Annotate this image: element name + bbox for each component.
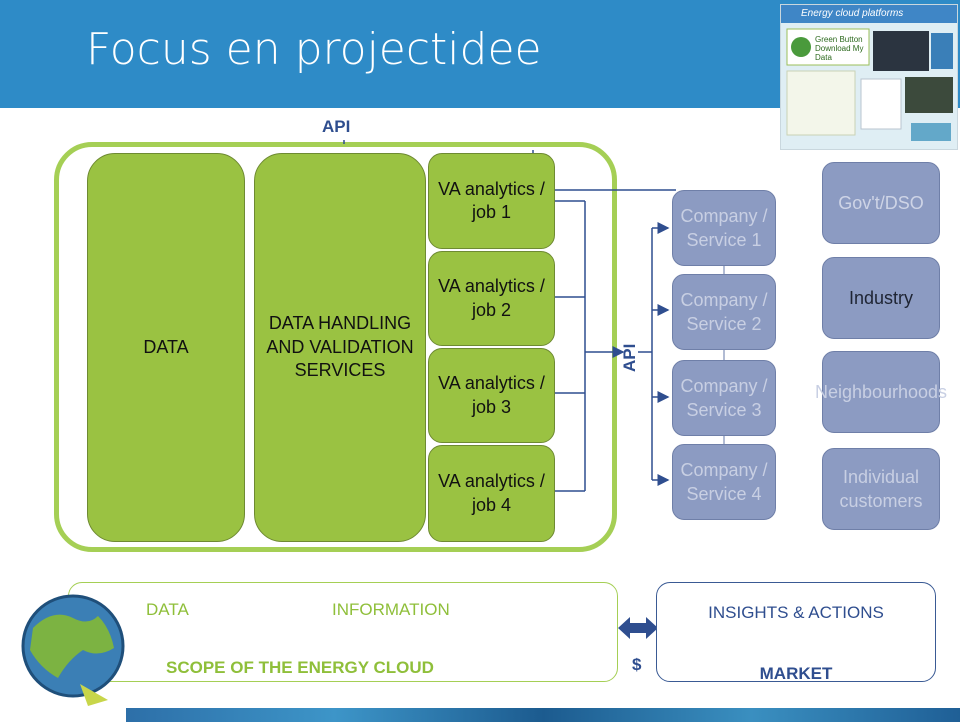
- footer-image-strip: [126, 708, 960, 722]
- double-arrow-icon: [618, 617, 658, 639]
- energy-cloud-thumbnail: Energy cloud platforms Green Button Down…: [780, 4, 958, 150]
- company-service-box: Company / Service 4: [672, 444, 776, 520]
- stakeholder-box: Industry: [822, 257, 940, 339]
- va-job-box: VA analytics / job 3: [428, 348, 555, 443]
- insights-actions-label: INSIGHTS & ACTIONS: [708, 603, 884, 622]
- company-service-box: Company / Service 2: [672, 274, 776, 350]
- dollar-label: $: [632, 655, 642, 674]
- data-box-label: DATA: [143, 336, 189, 357]
- stakeholder-box: Neighbourhoods: [815, 351, 947, 433]
- va-job-label: VA analytics / job 3: [438, 373, 545, 417]
- data-stage-label: DATA: [146, 600, 189, 619]
- stakeholder-label: Neighbourhoods: [814, 381, 948, 402]
- va-job-label: VA analytics / job 2: [438, 276, 545, 320]
- va-job-label: VA analytics / job 4: [438, 471, 545, 515]
- company-service-label: Company / Service 2: [680, 289, 768, 334]
- market-box: [656, 582, 936, 682]
- stakeholder-box: Gov't/DSO: [822, 162, 940, 244]
- stakeholder-box: Individual customers: [822, 448, 940, 530]
- stakeholder-label: Gov't/DSO: [838, 192, 924, 213]
- information-stage-label: INFORMATION: [332, 600, 450, 619]
- company-service-box: Company / Service 3: [672, 360, 776, 436]
- scope-label: SCOPE OF THE ENERGY CLOUD: [166, 658, 434, 677]
- data-handling-label: DATA HANDLING AND VALIDATION SERVICES: [266, 313, 414, 381]
- page-title: Focus en projectidee: [86, 24, 542, 75]
- data-handling-box: DATA HANDLING AND VALIDATION SERVICES: [254, 153, 426, 542]
- stakeholder-label: Industry: [848, 287, 914, 308]
- energy-cloud-scope-box: [68, 582, 618, 682]
- company-service-label: Company / Service 3: [680, 375, 768, 420]
- market-label: MARKET: [759, 664, 833, 683]
- company-service-label: Company / Service 4: [680, 459, 768, 504]
- va-job-box: VA analytics / job 1: [428, 153, 555, 249]
- energy-globe-logo: [21, 594, 125, 706]
- data-box: DATA: [87, 153, 245, 542]
- company-service-label: Company / Service 1: [680, 205, 768, 250]
- va-job-label: VA analytics / job 1: [438, 178, 545, 222]
- api-label-top: API: [322, 117, 351, 136]
- thumbnail-illustration: [786, 28, 953, 141]
- api-label-side: API: [620, 343, 639, 372]
- va-job-box: VA analytics / job 2: [428, 251, 555, 346]
- company-service-box: Company / Service 1: [672, 190, 776, 266]
- stakeholder-label: Individual customers: [839, 466, 923, 511]
- va-job-box: VA analytics / job 4: [428, 445, 555, 542]
- thumbnail-button-text: Green Button Download My Data: [815, 35, 864, 62]
- thumbnail-title: Energy cloud platforms: [781, 5, 957, 23]
